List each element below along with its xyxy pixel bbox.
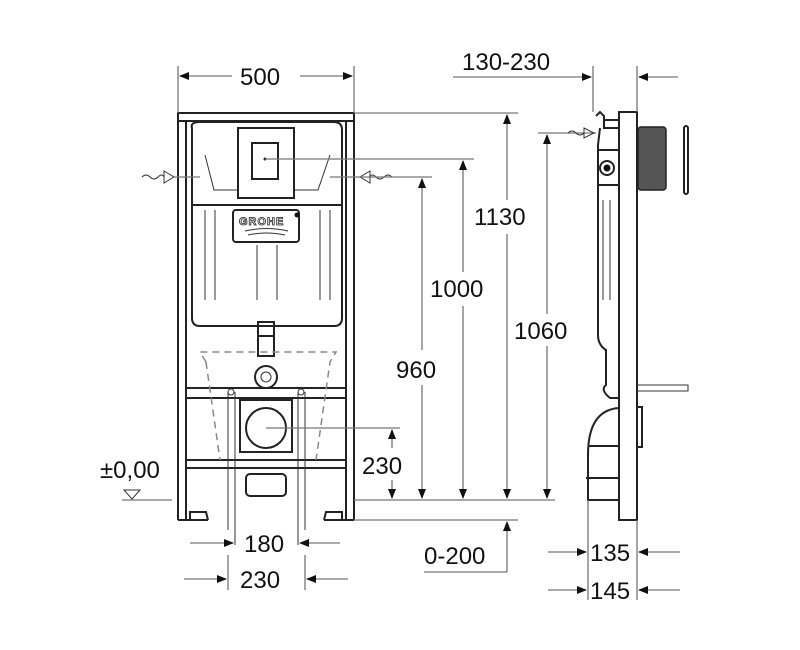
side-view-frame: [586, 110, 689, 521]
dimension-wall-depth-130-230: 130-230: [453, 49, 678, 112]
svg-text:500: 500: [240, 64, 280, 91]
svg-text:0-200: 0-200: [424, 543, 485, 570]
svg-text:960: 960: [396, 357, 436, 384]
svg-text:1060: 1060: [514, 318, 567, 345]
svg-text:230: 230: [240, 567, 280, 594]
dimension-spacing-180: 180: [190, 531, 340, 558]
dimension-depth-135: 135: [548, 500, 680, 600]
svg-text:230: 230: [362, 453, 402, 480]
front-view-frame: [177, 112, 355, 545]
water-inlet-left-icon: [141, 170, 200, 184]
svg-text:135: 135: [590, 540, 630, 567]
dimension-height-960: 960: [396, 178, 436, 499]
svg-text:180: 180: [244, 531, 284, 558]
dimension-width-500: 500: [177, 64, 355, 113]
dimension-depth-145: 145: [548, 578, 680, 605]
water-inlet-side-icon: [567, 127, 596, 139]
dimension-height-1060: 1060: [514, 134, 567, 499]
svg-text:GROHE: GROHE: [239, 216, 284, 228]
dimension-spacing-230: 230: [184, 555, 348, 594]
svg-text:1130: 1130: [474, 204, 526, 231]
svg-text:±0,00: ±0,00: [100, 457, 160, 484]
grohe-logo: GROHE: [232, 209, 300, 243]
dimension-height-1130: 1130: [474, 114, 526, 499]
svg-text:130-230: 130-230: [462, 49, 550, 76]
water-inlet-right-icon: [330, 170, 432, 184]
floor-level-marker: ±0,00: [100, 457, 160, 500]
svg-text:145: 145: [590, 578, 630, 605]
svg-text:1000: 1000: [430, 276, 483, 303]
dimension-height-1000: 1000: [430, 160, 483, 499]
dimension-floor-adjust-0-200: 0-200: [424, 521, 511, 573]
dimension-drain-230: 230: [362, 429, 402, 499]
